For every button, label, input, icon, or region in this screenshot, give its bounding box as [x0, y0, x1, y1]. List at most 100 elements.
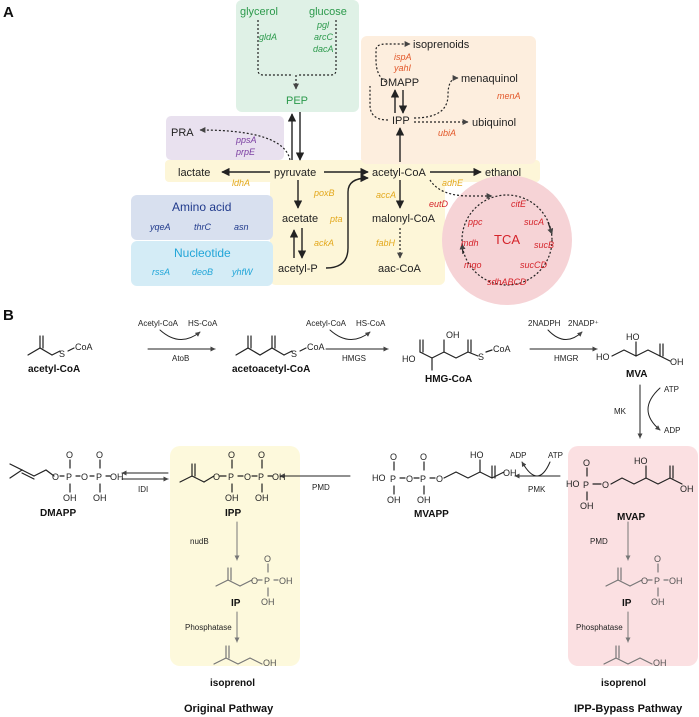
mvapp-oh-end: OH [503, 468, 517, 478]
gene-poxB: poxB [313, 188, 335, 198]
gene-fabH: fabH [376, 238, 396, 248]
dmapp-o-top1: O [66, 450, 73, 460]
dmapp-b-label: DMAPP [40, 508, 76, 519]
glucose-arrow [297, 20, 337, 76]
isoprenoids-label: isoprenoids [413, 39, 470, 51]
cofactor-adp-mk: ADP [664, 426, 680, 435]
gene-ubiA: ubiA [438, 128, 456, 138]
mvapp-ho-side: HO [470, 450, 484, 460]
dmapp-structure [9, 459, 111, 493]
mvapp-p2: P [420, 474, 426, 484]
gene-mdh: mdh [461, 238, 479, 248]
hmg-coa-label: HMG-CoA [425, 374, 472, 385]
cofactor-nadp: 2NADP⁺ [568, 319, 599, 328]
acetyl-coa-coa-group: CoA [75, 342, 93, 352]
gene-ppc: ppc [467, 217, 483, 227]
mvap-oh-bottom: OH [580, 501, 594, 511]
tca-arrow-right [547, 221, 554, 235]
ip-right-o-top: O [654, 554, 661, 564]
enzyme-pmk: PMK [528, 485, 546, 494]
gene-yhfW: yhfW [231, 267, 254, 277]
ipp-oh1: OH [225, 493, 239, 503]
ipp-structure [179, 459, 273, 493]
isoprenol-right-oh: OH [653, 658, 667, 668]
acetylp-to-acetylcoa-arrow [325, 173, 369, 269]
original-pathway-title: Original Pathway [184, 703, 274, 715]
tca-circle [442, 175, 572, 305]
mva-structure [611, 341, 671, 362]
to-isoprenoids-arrow [375, 41, 411, 83]
nucleotide-title: Nucleotide [174, 246, 231, 260]
gene-ppsA: ppsA [235, 135, 257, 145]
ipp-o-top2: O [258, 450, 265, 460]
mvapp-structure [393, 459, 505, 495]
enzyme-phosphatase-left: Phosphatase [185, 623, 232, 632]
mvap-ho-side: HO [634, 456, 648, 466]
mvap-structure [586, 465, 683, 501]
gene-asn: asn [234, 222, 249, 232]
mva-ho-group: HO [596, 352, 610, 362]
gene-menA: menA [497, 91, 521, 101]
acetoacetyl-coa-group: CoA [307, 342, 325, 352]
amino-acid-title: Amino acid [172, 200, 231, 214]
aac-coa-label: aac-CoA [378, 263, 421, 275]
gene-ldhA: ldhA [232, 178, 250, 188]
ip-left-label: IP [231, 598, 241, 609]
mvap-ho-p: HO [566, 479, 580, 489]
ipp-oh-end: OH [272, 472, 286, 482]
mva-label: MVA [626, 369, 647, 380]
mvap-o-link: O [602, 480, 609, 490]
dmapp-o-link: O [81, 472, 88, 482]
enzyme-phosphatase-right: Phosphatase [576, 623, 623, 632]
acetyl-coa-label: acetyl-CoA [372, 167, 426, 179]
gene-yqeA: yqeA [149, 222, 171, 232]
ip-right-structure [605, 563, 669, 597]
mk-cofactor-arrow [647, 387, 661, 431]
gene-gldA: gldA [259, 32, 277, 42]
enzyme-hmgs: HMGS [342, 354, 366, 363]
hmg-coa-coa-group: CoA [493, 344, 511, 354]
bypass-pathway-box [568, 446, 698, 666]
hmgs-cofactor-arrow [329, 329, 371, 340]
acetyl-coa-s-atom: S [59, 349, 65, 359]
gene-sucB: sucB [534, 240, 554, 250]
gene-adhE: adhE [442, 178, 464, 188]
gene-ispA: ispA [394, 52, 412, 62]
orange-box [361, 36, 536, 164]
isoprenol-left-structure [213, 645, 263, 665]
ipp-o-top1: O [228, 450, 235, 460]
acetoacetyl-s-atom: S [291, 349, 297, 359]
gene-ackA: ackA [314, 238, 334, 248]
gene-sucCD: sucCD [520, 260, 548, 270]
ip-left-structure [215, 563, 279, 597]
cofactor-acetyl-coa-2: Acetyl-CoA [306, 319, 347, 328]
ip-left-oh-bottom: OH [261, 597, 275, 607]
hmg-coa-s-atom: S [478, 352, 484, 362]
pra-label: PRA [171, 127, 194, 139]
cofactor-atp-pmk: ATP [548, 451, 563, 460]
ubiquinol-label: ubiquinol [472, 117, 516, 129]
gene-pta: pta [329, 214, 343, 224]
acetylcoa-to-tca-arrow [429, 179, 493, 199]
gene-deoB: deoB [192, 267, 213, 277]
ip-left-o1: O [251, 576, 258, 586]
gene-sdhABCD: sdhABCD [487, 277, 527, 287]
mvapp-o-link1: O [406, 474, 413, 484]
ip-left-o-top: O [264, 554, 271, 564]
hmgr-cofactor-arrow [547, 329, 583, 340]
mvap-label: MVAP [617, 512, 645, 523]
lactate-label: lactate [178, 167, 210, 179]
acetyl-p-label: acetyl-P [278, 263, 318, 275]
glycerol-arrow [257, 20, 293, 76]
hmg-coa-structure [419, 339, 493, 371]
enzyme-pmd-right: PMD [590, 537, 608, 546]
bypass-pathway-title: IPP-Bypass Pathway [574, 703, 683, 715]
ip-left-p: P [264, 576, 270, 586]
dmapp-p2: P [96, 472, 102, 482]
purple-box [166, 116, 284, 160]
pmk-cofactor-arrow [521, 461, 551, 477]
gene-arcC: arcC [314, 32, 334, 42]
malonyl-coa-label: malonyl-CoA [372, 213, 436, 225]
mvapp-oh1: OH [387, 495, 401, 505]
isoprenol-right-structure [603, 645, 653, 665]
